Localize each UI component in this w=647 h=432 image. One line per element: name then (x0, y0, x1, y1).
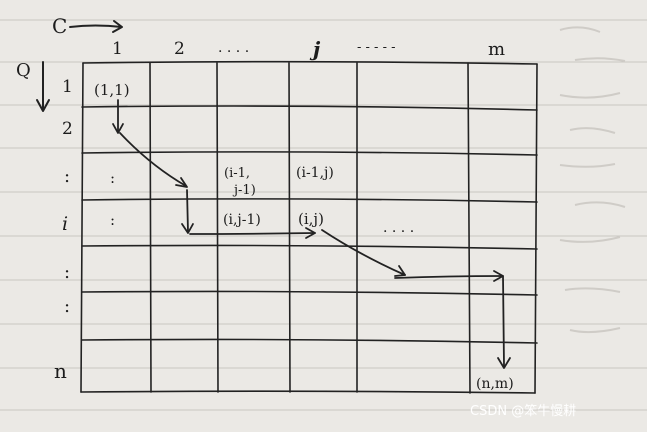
grid-vline (216, 62, 219, 393)
column-header-dots: . . . . (218, 40, 249, 56)
dp-path (112, 99, 511, 369)
watermark-text: CSDN @笨牛慢耕 (470, 403, 576, 419)
arrow-head-icon (305, 227, 316, 239)
column-axis-label: C (52, 14, 67, 38)
grid-hline (80, 390, 536, 394)
cell-up-label: (i-1,j) (296, 165, 334, 181)
grid (80, 60, 538, 394)
row-header-n: n (54, 359, 67, 383)
arrow-head-icon (112, 123, 124, 134)
row-header-dots-2: : (64, 262, 70, 283)
path-arrow-diagonal-2 (321, 229, 406, 276)
row-header-i: i (62, 213, 68, 235)
cell-end-label: (n,m) (476, 376, 514, 392)
column-header-2: 2 (174, 39, 185, 59)
cell-left-label: (i,j-1) (223, 212, 261, 228)
row-header-dots-3: : (64, 296, 70, 317)
grid-hline (81, 244, 538, 250)
arrow-head-icon (181, 223, 194, 234)
row-direction-arrow-icon (36, 61, 50, 112)
column-header-dashes: - - - - - (357, 40, 396, 55)
arrow-head-icon (497, 357, 511, 369)
grid-vline (80, 62, 84, 393)
row-headers: 1 2 : i : : n (54, 77, 73, 383)
grid-vline (149, 62, 152, 393)
column-header-1: 1 (112, 39, 123, 59)
column-direction-arrow-icon (69, 20, 123, 33)
arrow-head-icon (175, 177, 188, 188)
path-arrow-down-2 (186, 189, 189, 233)
grid-vline (534, 63, 538, 394)
arrow-head-icon (394, 265, 406, 277)
cell-diagonal-label-line1: (i-1, (224, 166, 250, 181)
path-arrow-down-3 (502, 275, 505, 367)
row-axis-label: Q (16, 60, 31, 81)
grid-hline (82, 60, 538, 65)
row-header-1: 1 (62, 77, 73, 97)
column-header-m: m (488, 39, 505, 60)
grid-hline (81, 105, 538, 111)
column-dots-a: : (110, 169, 115, 187)
path-arrow-diagonal (119, 132, 187, 187)
cell-current-label: (i,j) (298, 210, 324, 228)
grid-vline (467, 62, 471, 394)
cell-start-label: (1,1) (94, 81, 130, 99)
grid-hline (81, 290, 538, 296)
grid-hline (81, 198, 538, 203)
row-header-2: 2 (62, 119, 73, 139)
path-arrow-right-2 (394, 275, 503, 279)
cell-diagonal-label-line2: j-1) (232, 183, 256, 198)
column-dots-b: : (110, 211, 115, 229)
grid-vline (288, 62, 291, 393)
grid-hline (81, 338, 538, 344)
row-continuation-dots: . . . . (383, 220, 414, 236)
row-header-dots: : (64, 166, 70, 187)
bleed-through-marks (559, 26, 626, 334)
path-arrow-right (189, 232, 316, 235)
grid-hline (81, 151, 538, 156)
